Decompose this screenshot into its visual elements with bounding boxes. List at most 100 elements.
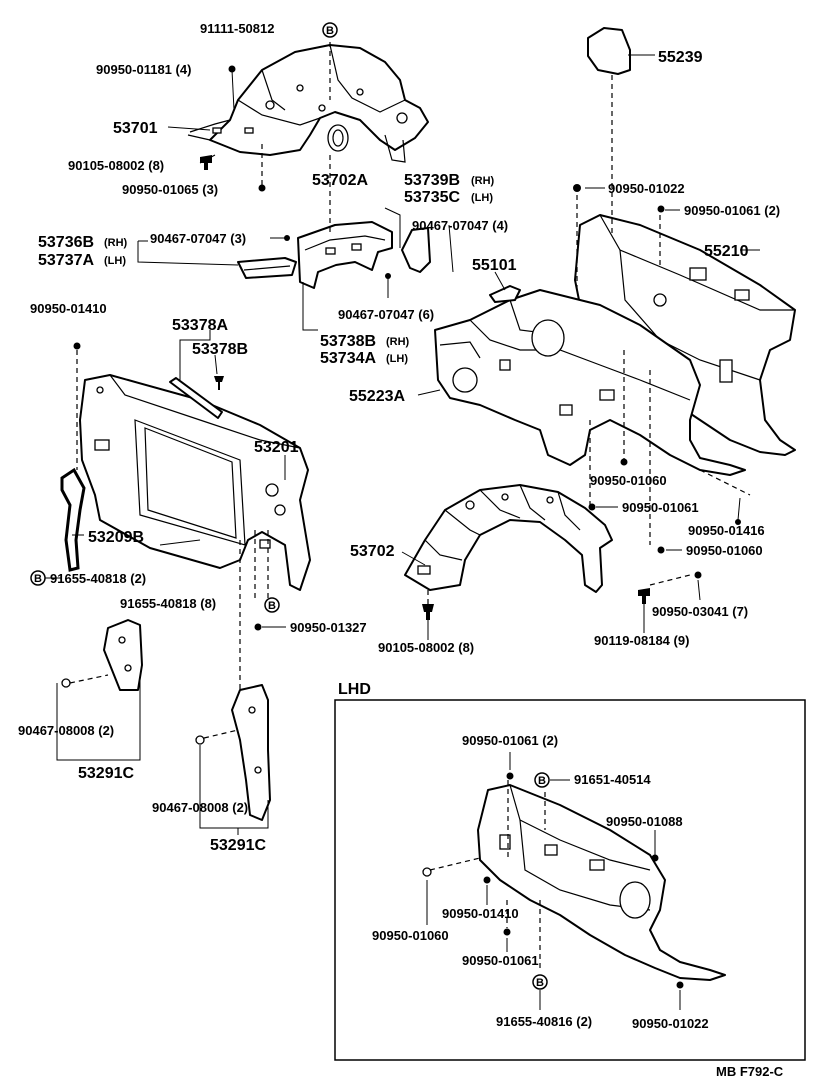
label-90950-01060-lhd: 90950-01060	[372, 928, 449, 943]
nut-icon	[254, 623, 262, 631]
nut-icon	[385, 273, 391, 279]
label-53209B: 53209B	[88, 529, 144, 546]
part-53738B-shield	[297, 221, 393, 289]
label-53734A-lh: (LH)	[386, 353, 408, 365]
label-90950-01022-lhd: 90950-01022	[632, 1016, 709, 1031]
nut-icon	[651, 854, 659, 862]
b-marker-letter: B	[326, 25, 334, 37]
label-53201: 53201	[254, 439, 299, 456]
leader-lines	[45, 42, 760, 1010]
b-marker: B	[264, 597, 280, 613]
part-53201-radiator-support	[79, 374, 311, 591]
label-90950-01410-lhd: 90950-01410	[442, 906, 519, 921]
label-53735C: 53735C	[404, 189, 460, 206]
label-90105-08002-bottom: 90105-08002 (8)	[378, 640, 474, 655]
b-marker-letter: B	[34, 573, 42, 585]
label-90119-08184: 90119-08184 (9)	[594, 633, 689, 648]
label-90950-01061-2-top: 90950-01061 (2)	[684, 203, 780, 218]
part-53291C-bracket-right	[231, 684, 271, 821]
b-marker-icon	[264, 597, 280, 613]
b-marker-icon	[534, 772, 550, 788]
label-91111-50812: 91111-50812	[200, 21, 274, 36]
bolt-icon	[200, 155, 212, 170]
part-53702A-grommet	[327, 124, 349, 152]
label-90950-01181: 90950-01181 (4)	[96, 62, 191, 77]
label-53738B: 53738B	[320, 333, 376, 350]
label-lhd: LHD	[338, 681, 371, 698]
label-53378A: 53378A	[172, 317, 228, 334]
label-55239: 55239	[658, 49, 703, 66]
label-90950-01327: 90950-01327	[290, 620, 367, 635]
label-91655-40818-8: 91655-40818 (8)	[120, 596, 216, 611]
label-53737A: 53737A	[38, 252, 94, 269]
b-marker-letter: B	[268, 600, 276, 612]
part-53378B-clip	[214, 376, 224, 390]
b-marker: B	[322, 22, 338, 38]
label-53701: 53701	[113, 120, 158, 137]
nut-icon	[73, 342, 81, 350]
label-90467-07047-3: 90467-07047 (3)	[150, 231, 246, 246]
label-53702A: 53702A	[312, 172, 368, 189]
b-marker-icon	[30, 570, 46, 586]
bolt-icon	[422, 604, 434, 620]
nut-icon	[61, 678, 71, 688]
nut-icon	[657, 205, 665, 213]
footer-code: MB F792-C	[716, 1064, 784, 1079]
label-90950-01060-mid: 90950-01060	[590, 473, 667, 488]
b-marker: B	[534, 772, 550, 788]
label-53736B: 53736B	[38, 234, 94, 251]
nut-icon	[284, 235, 290, 241]
b-marker: B	[30, 570, 46, 586]
lhd-inset-frame	[334, 699, 806, 1061]
part-53736B-strip	[237, 257, 297, 279]
label-90467-07047-6: 90467-07047 (6)	[338, 307, 434, 322]
nut-icon	[503, 928, 511, 936]
label-90950-03041: 90950-03041 (7)	[652, 604, 748, 619]
part-53701-inner-fender	[187, 44, 429, 163]
label-90950-01061-2-lhd: 90950-01061 (2)	[462, 733, 558, 748]
nut-icon	[620, 458, 628, 466]
label-90950-01022-top: 90950-01022	[608, 181, 685, 196]
label-53291C-left: 53291C	[78, 765, 134, 782]
label-91651-40514: 91651-40514	[574, 772, 651, 787]
part-53702-wheel-housing	[404, 484, 613, 593]
b-marker-icon	[532, 974, 548, 990]
label-53738B-rh: (RH)	[386, 336, 410, 348]
label-53739B: 53739B	[404, 172, 460, 189]
b-marker-letter: B	[538, 775, 546, 787]
b-marker: B	[532, 974, 548, 990]
part-55101-bracket	[489, 285, 521, 303]
label-90950-01065: 90950-01065 (3)	[122, 182, 218, 197]
nut-icon	[422, 867, 432, 877]
label-53737A-lh: (LH)	[104, 255, 126, 267]
part-53209B-seal	[60, 467, 86, 572]
label-90950-01416: 90950-01416	[688, 523, 765, 538]
label-90950-01061-mid: 90950-01061	[622, 500, 699, 515]
nut-icon	[195, 735, 205, 745]
nut-icon	[573, 184, 581, 192]
part-55239-pad	[587, 27, 631, 75]
fasteners	[61, 65, 741, 989]
nut-icon	[588, 503, 596, 511]
b-marker-letter: B	[536, 977, 544, 989]
label-53736B-rh: (RH)	[104, 237, 128, 249]
label-91655-40816: 91655-40816 (2)	[496, 1014, 592, 1029]
part-55223A-dash-panel	[434, 289, 746, 476]
label-91655-40818-2: 91655-40818 (2)	[50, 571, 146, 586]
label-90950-01061-lhd: 90950-01061	[462, 953, 539, 968]
nut-icon	[228, 65, 236, 73]
label-90467-07047-4: 90467-07047 (4)	[412, 218, 508, 233]
label-90467-08008-left: 90467-08008 (2)	[18, 723, 114, 738]
label-55101: 55101	[472, 257, 517, 274]
label-55210: 55210	[704, 243, 749, 260]
nut-icon	[735, 519, 741, 525]
part-lhd-dash-panel	[477, 784, 726, 981]
label-55223A: 55223A	[349, 388, 405, 405]
label-53702: 53702	[350, 543, 395, 560]
label-90950-01410-left: 90950-01410	[30, 301, 107, 316]
bolt-icon	[638, 588, 650, 604]
nut-icon	[676, 981, 684, 989]
nut-icon	[506, 772, 514, 780]
nut-icon	[258, 184, 266, 192]
